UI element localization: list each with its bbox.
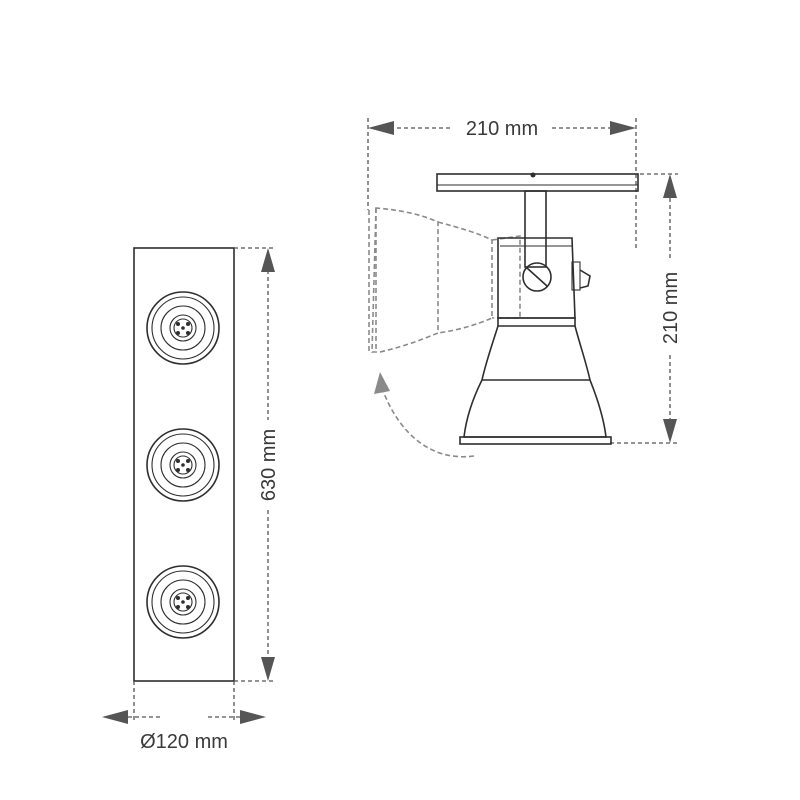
diameter-dimension: Ø120 mm — [102, 681, 266, 753]
stem — [524, 190, 547, 268]
tilt-arrow — [374, 372, 475, 458]
length-label: 630 mm — [258, 429, 280, 501]
spot-fixture-1 — [146, 291, 220, 365]
height-dimension: 210 mm — [610, 173, 682, 444]
lamp-shade — [459, 325, 612, 445]
head-neck — [497, 317, 576, 327]
width-dimension: 210 mm — [367, 118, 637, 250]
diameter-label: Ø120 mm — [140, 731, 228, 753]
track-top-view: 630 mm Ø120 mm — [102, 247, 280, 753]
width-label: 210 mm — [466, 118, 538, 140]
spot-side-view: 210 mm 210 mm — [367, 118, 682, 458]
pivot-block — [497, 237, 591, 319]
height-label: 210 mm — [660, 272, 682, 344]
spot-fixture-3 — [146, 565, 220, 639]
track-body — [133, 247, 235, 682]
pivot-screw — [522, 262, 552, 292]
mounting-plate — [436, 172, 639, 192]
length-dimension: 630 mm — [234, 247, 280, 682]
spot-fixture-2 — [146, 428, 220, 502]
